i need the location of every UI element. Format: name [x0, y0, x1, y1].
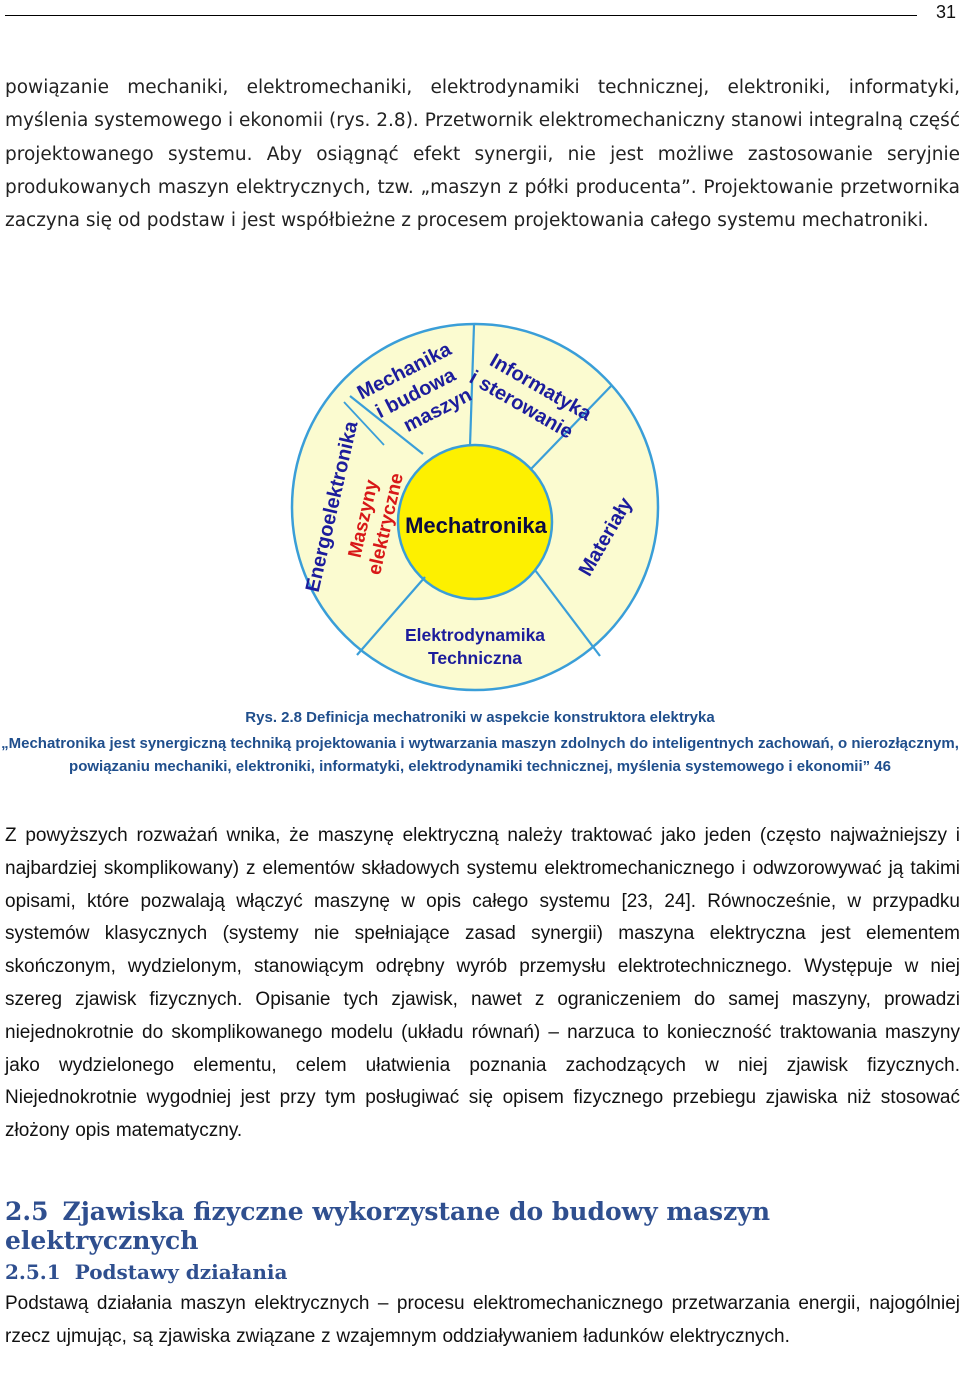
- mechatronics-diagram: Mechatronika Mechanika i budowa maszyn I…: [290, 322, 660, 692]
- elektrodynamika-label-1: Elektrodynamika: [405, 625, 545, 645]
- figure-caption-title: Rys. 2.8 Definicja mechatroniki w aspekc…: [245, 709, 715, 726]
- intro-paragraph: powiązanie mechaniki, elektromechaniki, …: [5, 77, 960, 232]
- section-number: 2.5: [5, 1197, 49, 1226]
- section-title: Zjawiska fizyczne wykorzystane do budowy…: [5, 1197, 771, 1255]
- inner-divider: [343, 401, 385, 446]
- figure-caption-quote: „Mechatronika jest synergiczną techniką …: [1, 735, 959, 775]
- body-paragraph-2: Podstawą działania maszyn elektrycznych …: [5, 1293, 960, 1347]
- body-paragraph-1: Z powyższych rozważań wnika, że maszynę …: [5, 825, 960, 1142]
- elektrodynamika-label-2: Techniczna: [428, 648, 522, 668]
- segment-dividers: [349, 324, 613, 657]
- subsection-number: 2.5.1: [5, 1260, 61, 1284]
- center-label: Mechatronika: [405, 513, 548, 538]
- subsection-title: Podstawy działania: [74, 1260, 288, 1284]
- page-number: 31: [936, 2, 957, 22]
- subsection-heading: 2.5.1 Podstawy działania: [5, 1260, 287, 1284]
- center-circle: [396, 443, 554, 601]
- header-rule: [5, 15, 917, 16]
